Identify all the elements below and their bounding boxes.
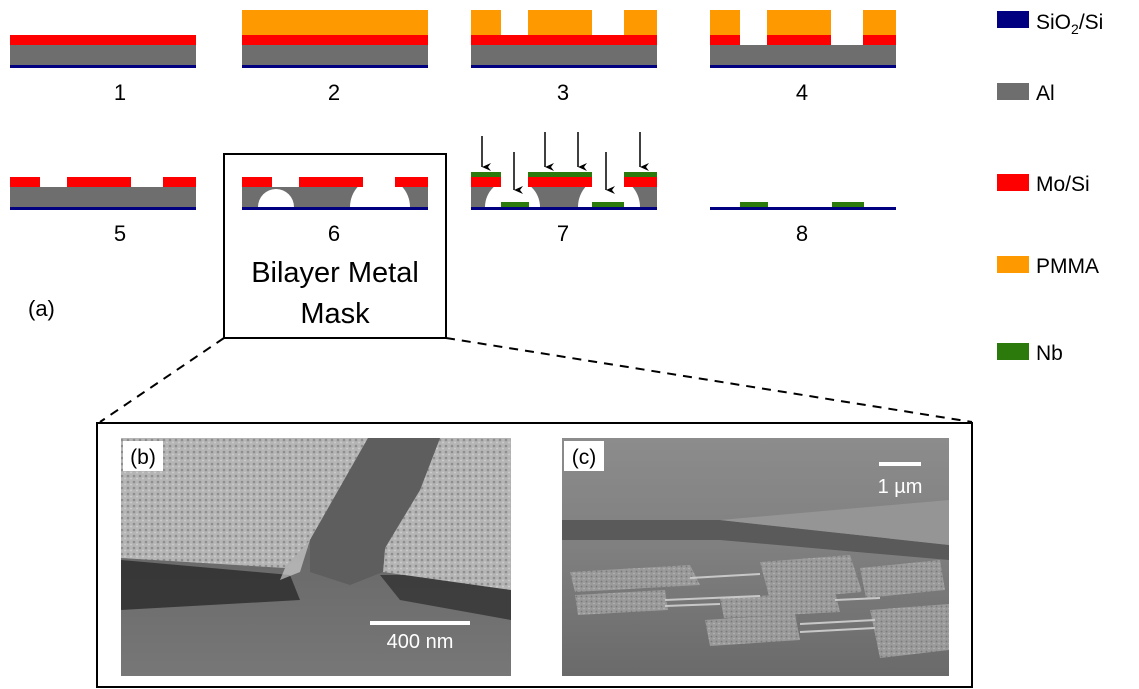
step-3-schematic — [471, 10, 657, 68]
zoom-line-right — [445, 337, 973, 423]
mask-label-line1: Bilayer Metal — [251, 257, 419, 289]
panel-label-b: (b) — [130, 446, 156, 469]
sem-image-b: 400 nm (b) — [121, 438, 511, 676]
step-5-schematic — [10, 177, 196, 210]
step-label-1: 1 — [114, 80, 126, 105]
sem-image-c: 1 µm (c) — [562, 438, 949, 676]
legend-label-nb: Nb — [1036, 342, 1063, 365]
legend-swatch-pmma — [997, 256, 1029, 273]
legend-swatch-mosi — [997, 174, 1029, 191]
step-1-schematic — [10, 35, 196, 68]
step-label-4: 4 — [796, 80, 808, 105]
zoom-line-left — [99, 337, 225, 423]
step-7-schematic — [471, 132, 657, 210]
scale-bar-b: 400 nm — [387, 631, 454, 653]
step-label-5: 5 — [114, 221, 126, 246]
step-label-7: 7 — [557, 221, 569, 246]
scale-bar-c: 1 µm — [878, 476, 923, 498]
legend-swatch-nb — [997, 343, 1029, 360]
legend-label-sio2: SiO2/Si — [1036, 11, 1103, 37]
step-6-schematic — [242, 177, 428, 210]
mask-highlight-box — [223, 153, 447, 339]
legend-label-pmma: PMMA — [1036, 255, 1099, 278]
deposition-arrows — [481, 132, 649, 194]
panel-label-c: (c) — [572, 446, 597, 469]
legend-swatch-sio2 — [997, 11, 1029, 28]
step-label-3: 3 — [557, 80, 569, 105]
legend-label-al: Al — [1036, 82, 1055, 105]
step-2-schematic — [242, 10, 428, 68]
legend-swatch-al — [997, 83, 1029, 100]
legend-label-mosi: Mo/Si — [1036, 173, 1090, 196]
step-8-schematic — [710, 202, 896, 210]
step-4-schematic — [710, 10, 896, 68]
mask-label-line2: Mask — [300, 298, 370, 330]
legend: SiO2/Si Al Mo/Si PMMA Nb — [997, 11, 1103, 365]
panel-label-a: (a) — [28, 296, 55, 321]
step-label-8: 8 — [796, 221, 808, 246]
step-label-2: 2 — [328, 80, 340, 105]
step-label-6: 6 — [328, 221, 340, 246]
